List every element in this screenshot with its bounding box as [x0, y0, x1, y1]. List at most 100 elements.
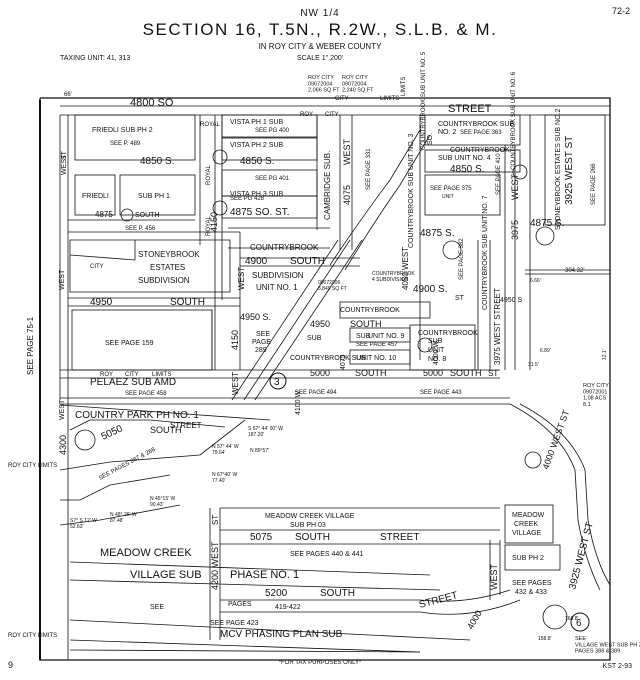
dim-4: 31.5': [528, 362, 539, 368]
street-4000-bot: 4000: [465, 609, 484, 631]
street-4875-left: 4875: [95, 210, 113, 219]
marker-3: 3: [274, 377, 280, 388]
sub-city-mid: CITY: [125, 372, 139, 378]
street-5075-south: SOUTH: [295, 532, 330, 543]
sub-meadow-big: MEADOW CREEK: [100, 547, 192, 559]
street-5000: 5000: [310, 368, 330, 378]
ref-p266: SEE PAGE 266: [591, 163, 597, 205]
street-5000-r: 5000: [423, 368, 443, 378]
marker-6: 6: [576, 618, 582, 629]
sub-country-park: COUNTRY PARK PH NO. 1: [75, 410, 199, 421]
quarter-label: NW 1/4: [300, 8, 340, 19]
sub-meadow-village: MEADOW CREEK VILLAGE: [265, 513, 355, 520]
street-4950-right: 4950 S: [500, 297, 523, 304]
street-4850-mid: 4850 S.: [240, 156, 274, 167]
sub-royal-3: ROYAL: [206, 215, 212, 236]
street-4150-b: 4150: [230, 330, 240, 350]
street-4950-mid: 4950: [310, 319, 330, 329]
sub-cb-5: COUNTRYBROOK SUB UNIT NO. 5: [421, 51, 427, 150]
street-st-left: ST: [61, 150, 68, 160]
street-st: ST: [488, 369, 498, 378]
sub-meadow-3: VILLAGE: [512, 530, 542, 537]
dim-5: 158.8': [538, 636, 552, 642]
street-so-4050: SO.: [427, 133, 434, 145]
sub-cb-7: COUNTRYBROOK SUB UNIT NO. 7: [482, 195, 489, 310]
sub-vista-3: VISTA PH 3 SUB: [230, 191, 283, 198]
street-4875-south: SOUTH: [135, 212, 160, 219]
ref-p375: SEE PAGE 375: [430, 186, 472, 192]
street-4300-west: WEST: [59, 399, 66, 420]
ref-p382: SEE PAGE 382: [459, 238, 465, 280]
street-5200-street: STREET: [418, 590, 459, 611]
street-4075-unit: 4075: [340, 354, 347, 370]
sub-cb-mid: COUNTRYBROOK: [340, 307, 400, 314]
sub-village-sub: VILLAGE SUB: [130, 569, 202, 581]
street-5200-south: SOUTH: [320, 588, 355, 599]
map-title: SECTION 16, T.5N., R.2W., S.L.B. & M.: [142, 20, 498, 39]
sub-city-l: CITY: [90, 264, 104, 270]
dim-7: 12.1': [602, 349, 608, 360]
ref-p289-c: 289: [255, 347, 267, 354]
street-4150-b-west: WEST: [231, 372, 240, 395]
ref-p419-c: 419-422: [275, 604, 301, 611]
ref-p401: SEE PG 401: [255, 176, 290, 182]
ref-p443: SEE PAGE 443: [420, 390, 462, 396]
sub-cb-2: COUNTRYBROOK SUB: [438, 121, 514, 128]
ref-p428: SEE PG 428: [230, 196, 265, 202]
street-south-mid: SOUTH: [350, 319, 382, 329]
ref-p363: SEE PAGE 363: [460, 130, 502, 136]
ref-p410: SEE PAGE 410: [496, 153, 502, 195]
sub-cb-8-b: SUB: [428, 338, 443, 345]
street-label: STREET: [448, 103, 492, 115]
street-west-4950: WEST: [59, 269, 66, 290]
sub-meadow-2: CREEK: [514, 521, 538, 528]
ref-p289-b: PAGE: [252, 339, 271, 346]
scale-label: SCALE 1" 200': [296, 55, 344, 62]
street-west-left: WEST: [61, 154, 68, 175]
tax-note: *FOR TAX PURPOSES ONLY*: [278, 660, 362, 666]
sub-cb-3: COUNTRYBROOK SUB UNIT NO. 3: [408, 133, 415, 248]
street-4950-left: 4950: [90, 297, 113, 308]
ref-p423: SEE PAGE 423: [210, 620, 259, 627]
ref-p440: SEE PAGES 440 & 441: [290, 551, 364, 558]
ref-p159: SEE PAGE 159: [105, 340, 154, 347]
sub-friedli-2: FRIEDLI SUB PH 2: [92, 127, 153, 134]
top-city: CITY: [325, 112, 339, 118]
street-country-park: STREET: [170, 421, 202, 430]
sub-pelaez: PELAEZ SUB AMD: [90, 377, 176, 388]
street-4900-s: 4900 S.: [413, 284, 447, 295]
street-4075: 4075: [342, 185, 352, 205]
ref-p331: SEE PAGE 331: [366, 148, 372, 190]
sub-roy-mid: ROY: [100, 372, 113, 378]
street-4000-bot-west: WEST: [489, 563, 499, 590]
street-4150-west: WEST: [237, 267, 246, 290]
sub-vista-2: VISTA PH 2 SUB: [230, 142, 283, 149]
ref-p289-a: SEE: [256, 331, 270, 338]
sub-roy-city-limits-b: ROY CITY LIMITS: [8, 633, 57, 639]
street-4875-right: 4875 S.: [530, 218, 564, 229]
street-4950-south: SOUTH: [170, 297, 205, 308]
ref-p419-b: PAGES: [228, 601, 252, 608]
taxing-unit: TAXING UNIT: 41, 313: [60, 55, 131, 62]
sub-cb-4: COUNTRYBROOK: [450, 147, 510, 154]
top-roy: ROY: [300, 112, 313, 118]
ref-p432-b: 432 & 433: [515, 589, 547, 596]
street-4200: 4200 WEST: [210, 541, 220, 590]
dim-1: 304.32': [565, 268, 585, 274]
dim-6: 168.8': [565, 616, 579, 622]
street-3975-west: WEST: [510, 173, 520, 200]
sheet-id: 72-2: [611, 6, 630, 16]
sub-ph-03: SUB PH 03: [290, 522, 326, 529]
sub-ph-2: SUB PH 2: [512, 555, 544, 562]
street-5075: 5075: [250, 532, 273, 543]
sub-cb-sub-9: SUB: [356, 333, 371, 340]
street-4900-south: SOUTH: [290, 256, 325, 267]
